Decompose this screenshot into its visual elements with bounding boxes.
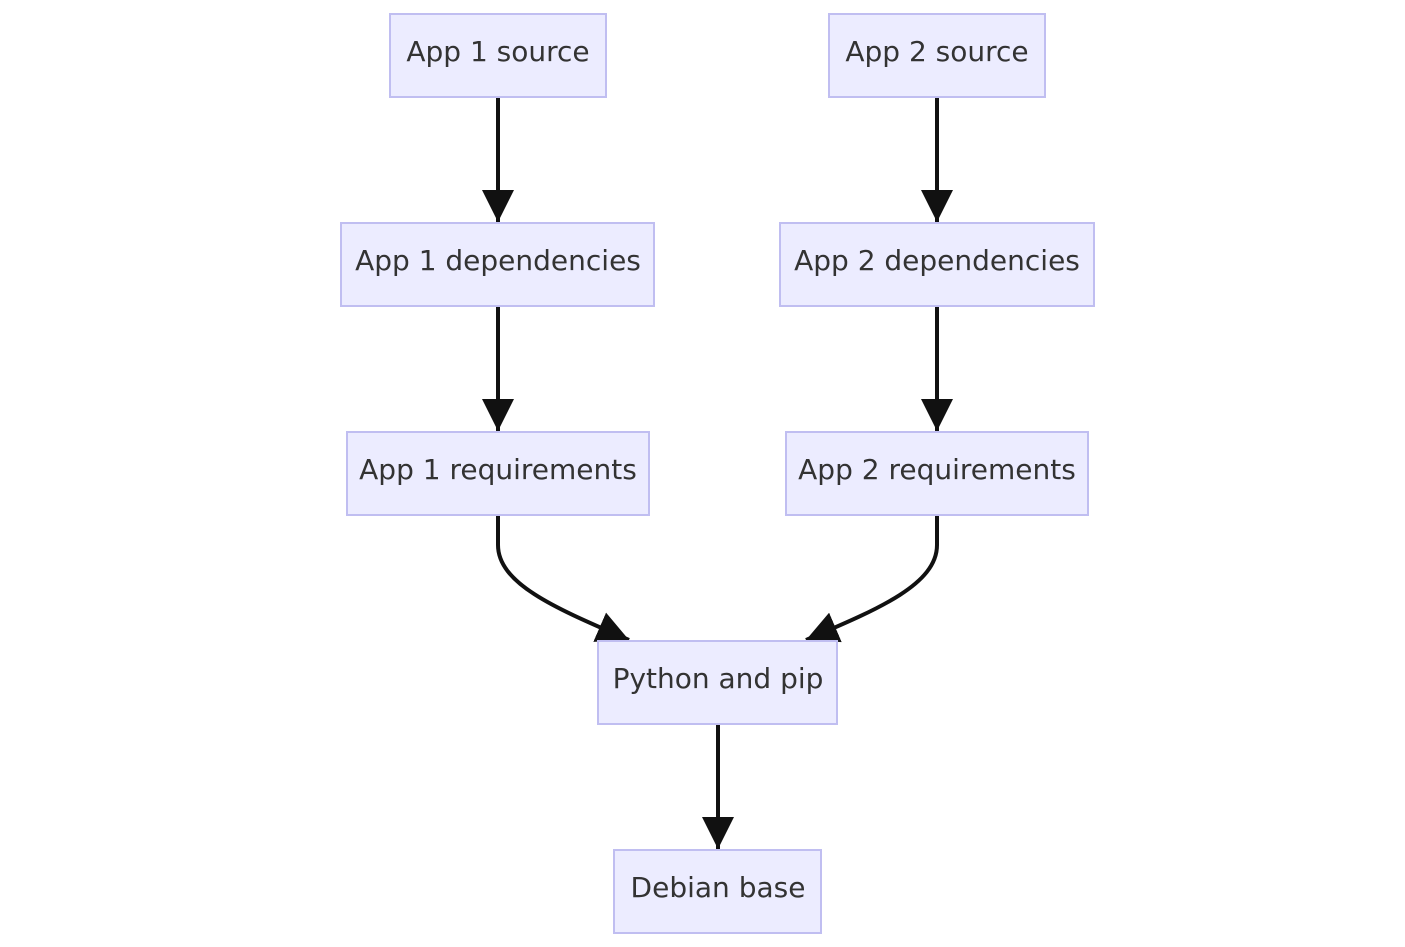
node-app2-source-label: App 2 source — [845, 35, 1028, 68]
node-app1-source: App 1 source — [389, 13, 607, 98]
node-debian-base-label: Debian base — [631, 871, 806, 904]
node-app2-source: App 2 source — [828, 13, 1046, 98]
node-app2-requirements: App 2 requirements — [785, 431, 1089, 516]
node-debian-base: Debian base — [613, 849, 822, 934]
node-app1-dependencies: App 1 dependencies — [340, 222, 655, 307]
node-app1-requirements-label: App 1 requirements — [359, 453, 637, 486]
node-python-pip-label: Python and pip — [613, 662, 824, 695]
edge-app1-requirements-to-python-pip — [496, 515, 630, 642]
node-app2-dependencies-label: App 2 dependencies — [794, 244, 1080, 277]
node-app2-dependencies: App 2 dependencies — [779, 222, 1095, 307]
edges — [482, 97, 953, 849]
node-app1-dependencies-label: App 1 dependencies — [355, 244, 641, 277]
node-app2-requirements-label: App 2 requirements — [798, 453, 1076, 486]
node-python-pip: Python and pip — [597, 640, 838, 725]
node-app1-requirements: App 1 requirements — [346, 431, 650, 516]
node-app1-source-label: App 1 source — [406, 35, 589, 68]
edge-app2-requirements-to-python-pip — [805, 515, 939, 643]
